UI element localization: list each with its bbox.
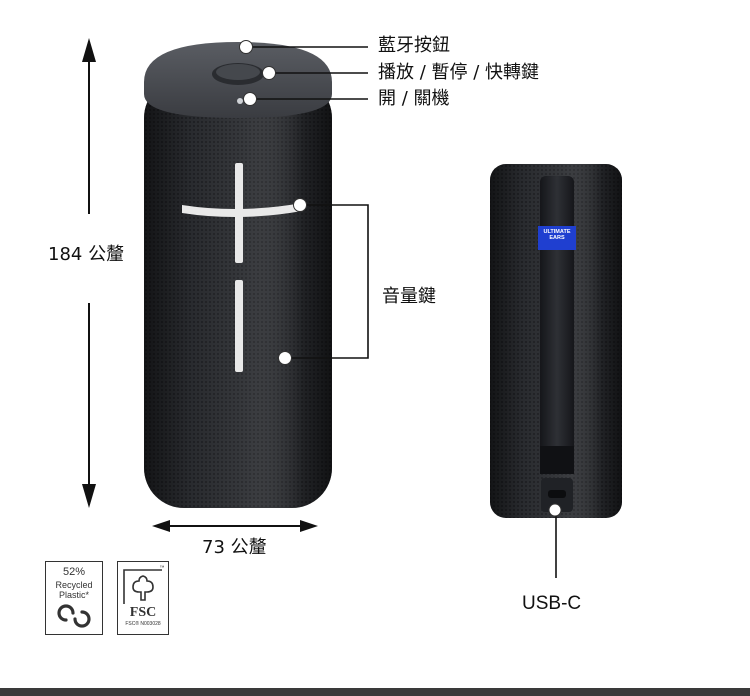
bluetooth-button-label: 藍牙按鈕 (378, 35, 450, 56)
width-dimension-label: 73 公釐 (202, 537, 267, 558)
minus-bar[interactable] (235, 280, 243, 372)
recycled-plastic-badge: 52% Recycled Plastic* (45, 561, 103, 635)
recycle-icon (57, 604, 91, 628)
power-dot (243, 92, 257, 106)
speaker-front (144, 42, 332, 508)
recycled-text: Recycled (55, 580, 93, 590)
callout-lines (250, 46, 557, 578)
play-dot (262, 66, 276, 80)
strap-label-line2: EARS (549, 235, 565, 242)
strap (540, 176, 574, 472)
fsc-trademark: ™ (159, 565, 165, 571)
fsc-name: FSC (129, 605, 157, 620)
recycled-percent: 52% (62, 566, 86, 578)
fsc-code: FSC® N003028 (125, 621, 161, 627)
fsc-badge: ™ FSC FSC® N003028 (117, 561, 169, 635)
usb-c-port[interactable] (548, 490, 566, 498)
speaker-back (490, 164, 622, 518)
power-button[interactable] (237, 98, 243, 104)
plastic-text: Plastic* (58, 590, 89, 600)
plus-horizontal[interactable] (182, 203, 302, 218)
bottom-edge-strip (0, 688, 750, 696)
strap-label (538, 226, 576, 250)
power-label: 開 / 關機 (378, 88, 450, 109)
callout-dots (239, 40, 562, 517)
fsc-tree-icon (123, 569, 162, 604)
bluetooth-dot (239, 40, 253, 54)
height-dimension-label: 184 公釐 (48, 244, 125, 265)
play-pause-label: 播放 / 暫停 / 快轉鍵 (378, 62, 540, 83)
strap-label-text: ULTIMATE EARS (538, 229, 576, 242)
volume-up-dot (293, 198, 307, 212)
strap-label-line1: ULTIMATE (543, 229, 571, 235)
volume-label: 音量鍵 (382, 286, 436, 307)
usb-c-label: USB-C (522, 593, 582, 614)
usb-dot (548, 503, 562, 517)
volume-down-dot (278, 351, 292, 365)
width-arrow (152, 520, 318, 532)
height-arrow (82, 38, 96, 508)
